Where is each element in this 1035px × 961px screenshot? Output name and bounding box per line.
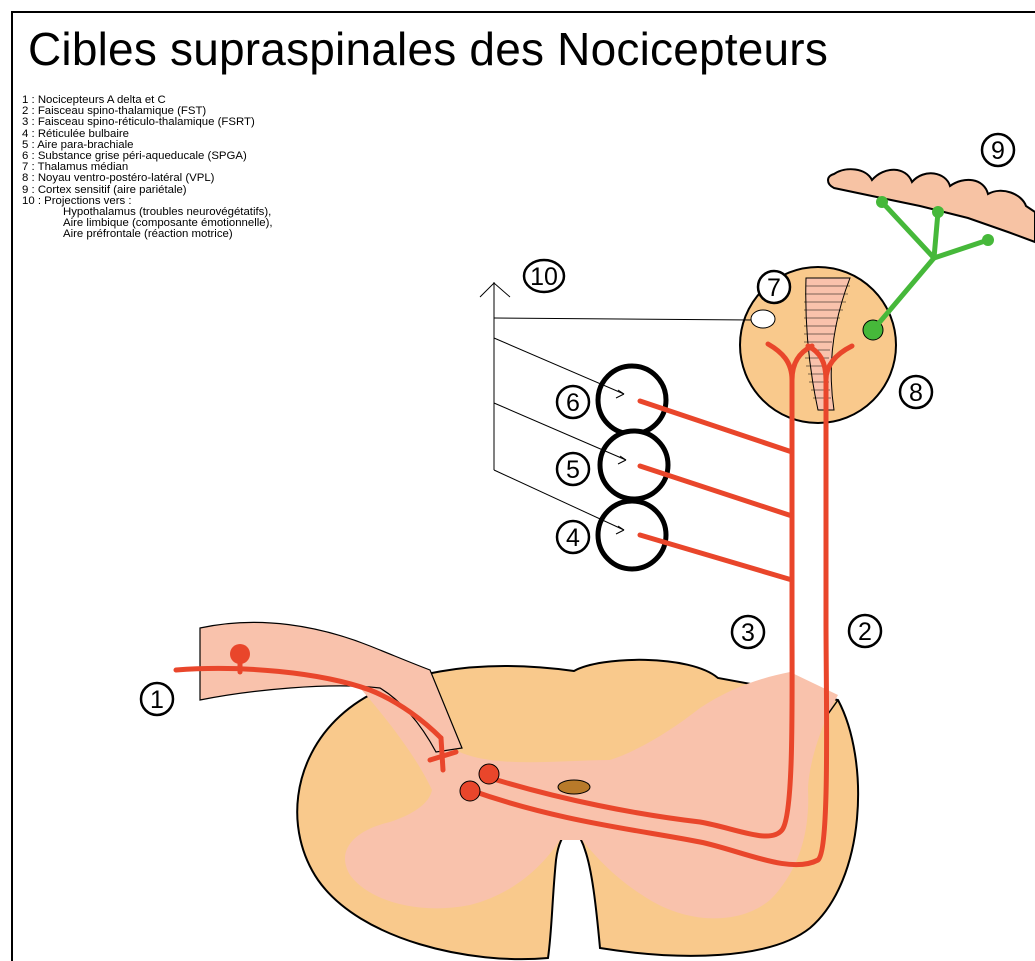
border-left [11,11,13,961]
legend-item-8: 8 : Noyau ventro-postéro-latéral (VPL) [22,173,273,184]
label-2-text: 2 [858,618,872,646]
legend-list: 1 : Nocicepteurs A delta et C 2 : Faisce… [22,95,273,241]
legend-item-3: 3 : Faisceau spino-réticulo-thalamique (… [22,117,273,128]
label-9: 9 [982,134,1014,166]
cortex-terminal-1 [876,196,888,208]
central-canal [558,780,590,794]
label-8-text: 8 [909,379,923,407]
label-2: 2 [849,615,881,647]
label-4-text: 4 [566,524,580,552]
label-10: 10 [524,260,564,292]
label-5-text: 5 [566,456,580,484]
dorsal-horn-neuron-a [479,764,499,784]
nociceptor-soma [230,644,250,664]
medial-thalamus-nucleus [751,310,775,328]
cortex-terminal-3 [982,234,994,246]
label-6: 6 [557,386,589,418]
label-3-text: 3 [741,619,755,647]
label-8: 8 [900,376,932,408]
dorsal-horn-neuron-b [460,781,480,801]
label-10-text: 10 [530,263,558,291]
label-7-text: 7 [767,274,781,302]
nucleus-4 [598,501,666,569]
legend-subitem-prefrontal: Aire préfrontale (réaction motrice) [22,229,273,240]
cortex-shape [828,169,1035,242]
label-6-text: 6 [566,389,580,417]
label-9-text: 9 [991,137,1005,165]
border-top [11,11,1035,13]
label-1-text: 1 [150,686,164,714]
label-3: 3 [732,616,764,648]
diagram-title: Cibles supraspinales des Nocicepteurs [28,22,828,76]
cortex-terminal-2 [932,206,944,218]
green-projection [873,202,988,330]
nucleus-5 [600,431,668,499]
label-4: 4 [557,521,589,553]
label-7: 7 [758,271,790,303]
label-1: 1 [141,683,173,715]
label-5: 5 [557,453,589,485]
nucleus-6 [598,366,666,434]
